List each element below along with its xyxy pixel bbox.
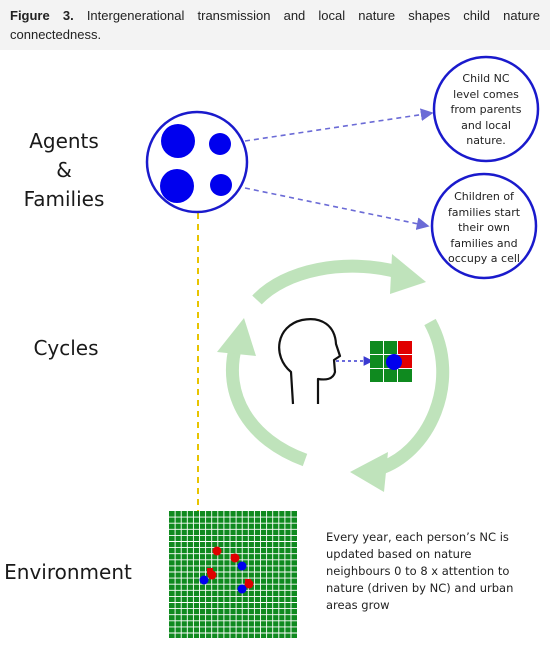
- agent-child-dot: [209, 133, 231, 155]
- bubble-new-families-text: Children of families start their own fam…: [432, 189, 536, 267]
- bubble-line: families start: [447, 205, 521, 219]
- bubble-line: and local: [461, 118, 511, 132]
- env-dot: [212, 546, 222, 556]
- cycle-arrowhead-top: [390, 254, 426, 294]
- head-icon: [278, 318, 342, 405]
- cycles-label: Cycles: [33, 336, 99, 360]
- agents-families-label: Agents & Families: [14, 127, 114, 214]
- bubble-line: level comes: [453, 87, 519, 101]
- figure-caption-text: Intergenerational transmission and local…: [10, 8, 540, 42]
- agents-label-line: &: [56, 158, 72, 182]
- env-text-line: Every year, each person’s NC is: [326, 530, 509, 544]
- cycle-arrow-right: [372, 318, 450, 477]
- env-text-line: nature (driven by NC) and urban: [326, 581, 514, 595]
- env-agent-dot: [199, 575, 209, 585]
- env-agent-dot: [237, 561, 247, 571]
- bubble-nc-origin-text: Child NC level comes from parents and lo…: [436, 71, 536, 149]
- cycle-arrowhead-right: [350, 452, 388, 492]
- bubble-line: Child NC: [462, 72, 510, 85]
- environment-grid: [169, 511, 297, 638]
- environment-description: Every year, each person’s NC is updated …: [326, 529, 546, 614]
- bubble-line: occupy a cell: [448, 252, 520, 265]
- bubble-nc-origin: [432, 55, 540, 163]
- cell-neighbourhood-icon: [370, 341, 412, 382]
- figure-caption: Figure 3. Intergenerational transmission…: [0, 0, 550, 50]
- bubble-line: families and: [450, 236, 518, 250]
- env-agent-dot: [237, 584, 247, 594]
- env-dot: [207, 570, 217, 580]
- cycle-arrowheads: [217, 254, 426, 492]
- cycle-arrowhead-left: [217, 318, 256, 356]
- env-text-line: updated based on nature: [326, 547, 472, 561]
- agent-parent-dot: [160, 169, 194, 203]
- agent-parent-dot: [161, 124, 195, 158]
- env-dot: [244, 579, 254, 589]
- figure-label: Figure 3.: [10, 8, 74, 23]
- agent-child-dot: [210, 174, 232, 196]
- bubble-line: their own: [458, 221, 510, 234]
- cycle-arrow-top: [252, 259, 400, 305]
- agents-label-line: Agents: [29, 129, 99, 153]
- link-arrow-top: [244, 108, 434, 142]
- bubble-line: Children of: [454, 190, 514, 203]
- cycle-arrows: [225, 259, 450, 477]
- bubble-line: nature.: [466, 134, 506, 147]
- env-dot: [230, 553, 240, 563]
- agents-circle: [145, 110, 249, 214]
- link-arrow-bottom: [244, 187, 430, 230]
- agents-label-line: Families: [23, 187, 105, 211]
- bubble-new-families: [430, 172, 538, 280]
- env-text-line: neighbours 0 to 8 x attention to: [326, 564, 510, 578]
- cell-agent-dot: [386, 354, 402, 370]
- bubble-line: from parents: [450, 103, 522, 116]
- environment-label: Environment: [4, 560, 132, 584]
- env-text-line: areas grow: [326, 598, 390, 612]
- cycle-arrow-left: [225, 343, 308, 467]
